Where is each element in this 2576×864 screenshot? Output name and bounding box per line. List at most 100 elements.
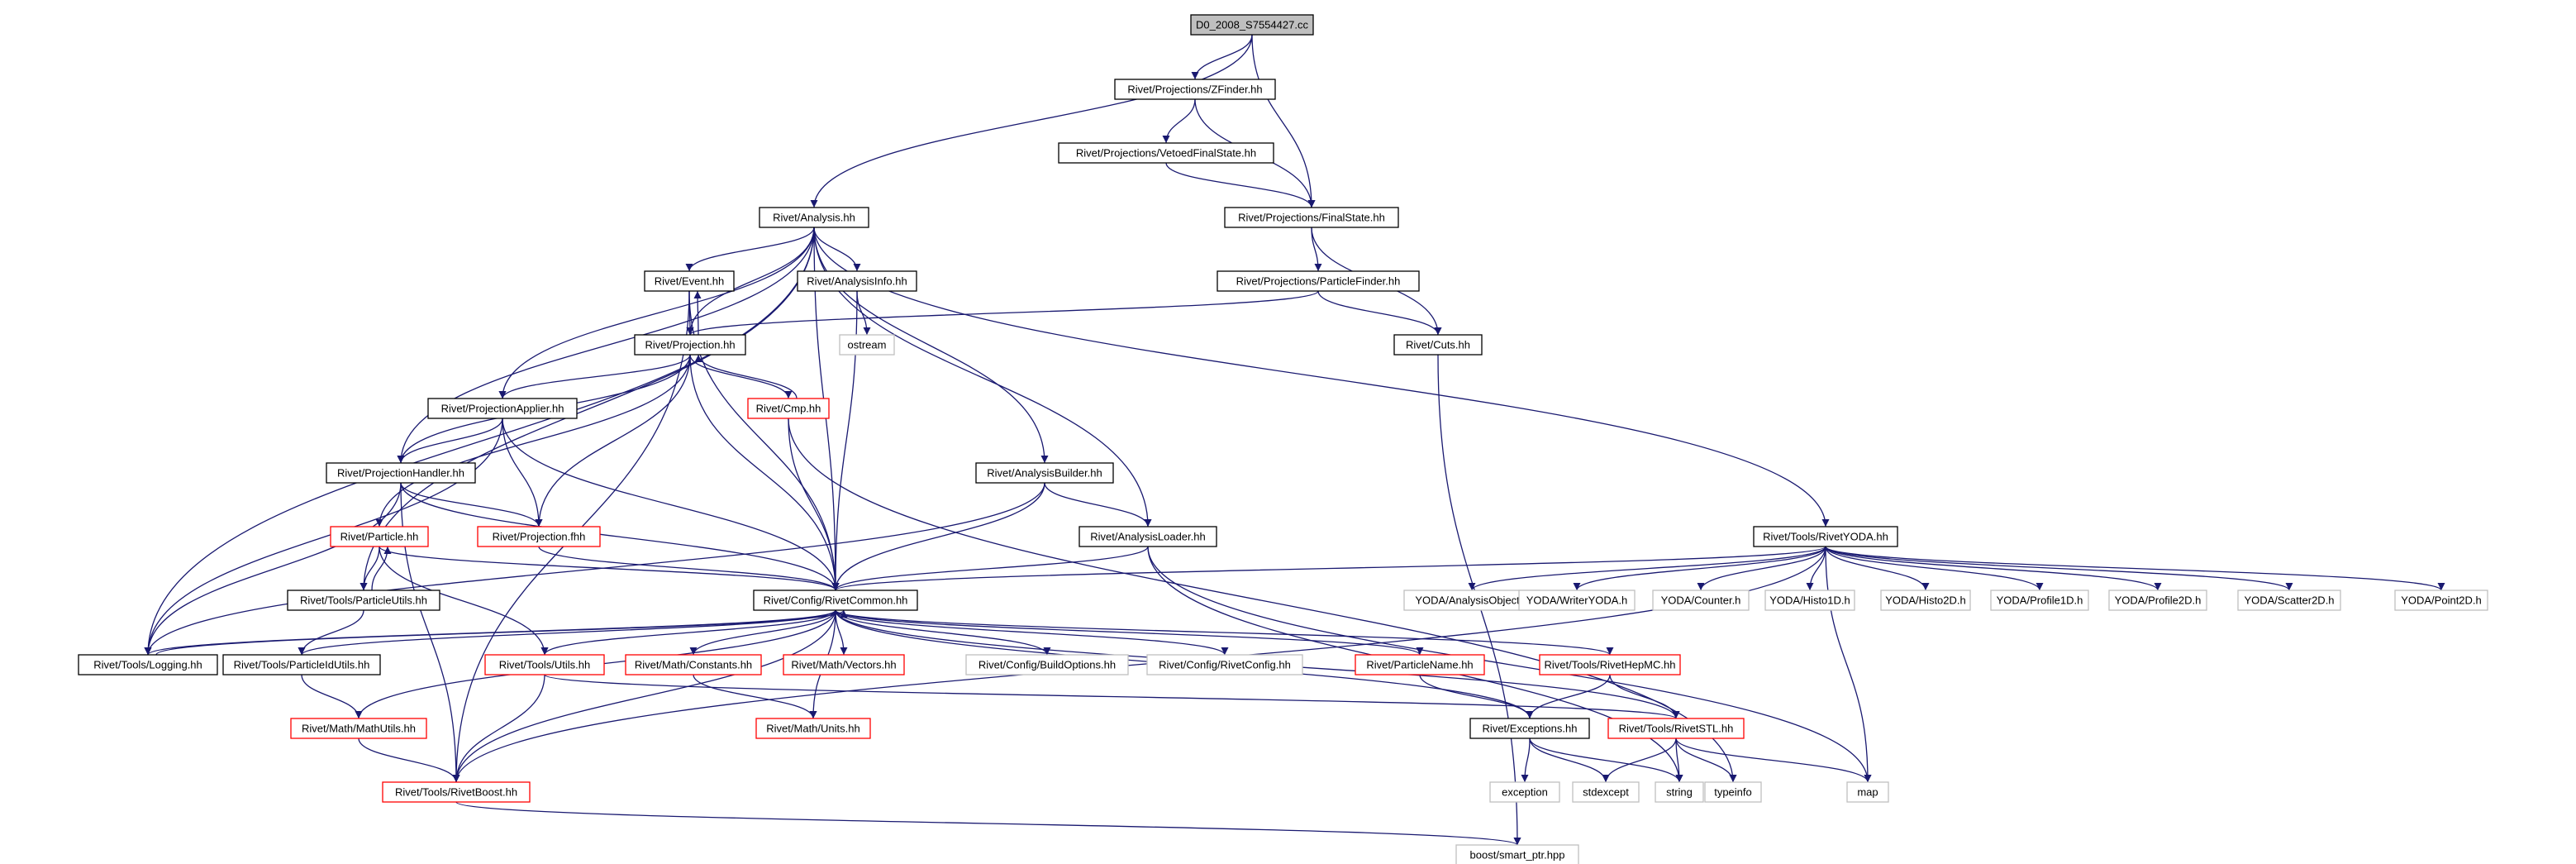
edge-partutils-to-particle <box>371 546 392 591</box>
node-logging[interactable]: Rivet/Tools/Logging.hh <box>78 654 218 675</box>
edge-rivetyoda-to-ycounter <box>1697 546 1826 591</box>
edge-cmp-to-common <box>788 418 840 591</box>
node-box <box>1455 844 1579 864</box>
node-yh1: YODA/Histo1D.h <box>1764 590 1855 611</box>
node-label: Rivet/Event.hh <box>655 275 725 288</box>
edge-mconst-to-munits <box>693 674 817 719</box>
node-exceptions[interactable]: Rivet/Exceptions.hh <box>1469 718 1590 739</box>
edge-analysis-to-anainfo <box>813 227 861 272</box>
edge-particle-to-partutils <box>359 546 380 591</box>
node-box <box>1880 590 1971 611</box>
edge-common-to-pidutils <box>298 609 836 656</box>
node-box <box>1217 270 1420 292</box>
node-label: Rivet/Tools/ParticleIdUtils.hh <box>234 659 370 671</box>
edge-projapplier-to-projfhh <box>502 418 543 527</box>
node-projection[interactable]: Rivet/Projection.hh <box>634 334 746 356</box>
edge-hepmc-to-stl <box>1609 674 1680 719</box>
edge-projhandler-to-common <box>400 482 840 591</box>
edge-mathutils-to-boost <box>358 738 460 783</box>
node-analoader[interactable]: Rivet/AnalysisLoader.hh <box>1078 526 1217 547</box>
node-ycounter: YODA/Counter.h <box>1652 590 1750 611</box>
node-cuts[interactable]: Rivet/Cuts.hh <box>1393 334 1483 356</box>
edge-analysis-to-anabuilder <box>813 227 1049 464</box>
edge-common-to-buildopt <box>835 609 1051 656</box>
edge-anabuilder-to-analoader <box>1044 482 1152 527</box>
node-label: Rivet/Tools/RivetYODA.hh <box>1763 531 1888 543</box>
edge-rivetyoda-to-common <box>831 546 1826 591</box>
node-mvec[interactable]: Rivet/Math/Vectors.hh <box>783 654 905 675</box>
edge-stl-to-string <box>1675 738 1683 783</box>
edge-common-to-boost <box>452 609 836 783</box>
node-box <box>1355 654 1485 675</box>
node-box <box>759 207 869 228</box>
edge-projapplier-to-projhandler <box>397 418 503 464</box>
node-stdexcept: stdexcept <box>1572 781 1640 803</box>
node-box <box>1655 781 1704 803</box>
edge-anabuilder-to-logging <box>144 482 1045 656</box>
node-root[interactable]: D0_2008_S7554427.cc <box>1190 14 1314 36</box>
edge-projection-to-particle <box>375 354 691 527</box>
node-projfhh[interactable]: Rivet/Projection.fhh <box>477 526 601 547</box>
edge-projection-to-cmp <box>689 354 793 399</box>
node-label: Rivet/AnalysisLoader.hh <box>1090 531 1205 543</box>
node-box <box>78 654 218 675</box>
node-box <box>839 334 895 356</box>
edge-common-to-utils <box>540 609 836 656</box>
edge-analysis-to-projhandler <box>397 227 815 464</box>
node-label: exception <box>1502 786 1548 799</box>
node-partutils[interactable]: Rivet/Tools/ParticleUtils.hh <box>287 590 440 611</box>
node-label: Rivet/ParticleName.hh <box>1366 659 1473 671</box>
node-particle[interactable]: Rivet/Particle.hh <box>330 526 429 547</box>
node-mconst[interactable]: Rivet/Math/Constants.hh <box>625 654 762 675</box>
edge-analysis-to-event <box>685 227 815 272</box>
edge-partutils-to-pidutils <box>298 609 364 656</box>
edge-utils-to-stl <box>544 674 1680 719</box>
node-munits[interactable]: Rivet/Math/Units.hh <box>755 718 871 739</box>
node-mathutils[interactable]: Rivet/Math/MathUtils.hh <box>290 718 427 739</box>
node-box <box>1846 781 1889 803</box>
edge-stl-to-stdexcept <box>1602 738 1677 783</box>
node-stl[interactable]: Rivet/Tools/RivetSTL.hh <box>1607 718 1745 739</box>
node-exception: exception <box>1489 781 1560 803</box>
edge-particle-to-utils <box>379 546 549 656</box>
node-pname[interactable]: Rivet/ParticleName.hh <box>1355 654 1485 675</box>
node-analysis[interactable]: Rivet/Analysis.hh <box>759 207 869 228</box>
node-label: Rivet/Tools/Utils.hh <box>499 659 591 671</box>
edge-analysis-to-projapplier <box>498 227 815 399</box>
node-label: Rivet/AnalysisInfo.hh <box>807 275 907 288</box>
node-partfinder[interactable]: Rivet/Projections/ParticleFinder.hh <box>1217 270 1420 292</box>
node-common[interactable]: Rivet/Config/RivetCommon.hh <box>753 590 918 611</box>
node-pidutils[interactable]: Rivet/Tools/ParticleIdUtils.hh <box>222 654 381 675</box>
node-projhandler[interactable]: Rivet/ProjectionHandler.hh <box>326 462 476 484</box>
node-boost[interactable]: Rivet/Tools/RivetBoost.hh <box>382 781 531 803</box>
node-label: Rivet/Projections/VetoedFinalState.hh <box>1076 147 1256 160</box>
node-cmp[interactable]: Rivet/Cmp.hh <box>747 398 830 419</box>
node-utils[interactable]: Rivet/Tools/Utils.hh <box>484 654 605 675</box>
node-event[interactable]: Rivet/Event.hh <box>644 270 735 292</box>
node-box <box>326 462 476 484</box>
node-typeinfo: typeinfo <box>1704 781 1762 803</box>
node-box <box>747 398 830 419</box>
node-label: Rivet/Tools/Logging.hh <box>93 659 202 671</box>
node-finalstate[interactable]: Rivet/Projections/FinalState.hh <box>1224 207 1399 228</box>
node-label: YODA/AnalysisObject.h <box>1415 594 1528 607</box>
node-ys2: YODA/Scatter2D.h <box>2237 590 2341 611</box>
edge-rivetyoda-to-map <box>1825 546 1872 783</box>
node-projapplier[interactable]: Rivet/ProjectionApplier.hh <box>427 398 578 419</box>
node-label: ostream <box>848 339 887 351</box>
node-label: YODA/Point2D.h <box>2401 594 2482 607</box>
node-rivetyoda[interactable]: Rivet/Tools/RivetYODA.hh <box>1753 526 1898 547</box>
edge-vetoed-to-finalstate <box>1165 162 1316 208</box>
node-box <box>1393 334 1483 356</box>
node-anainfo[interactable]: Rivet/AnalysisInfo.hh <box>797 270 917 292</box>
node-box <box>382 781 531 803</box>
edge-rivetyoda-to-yp2 <box>1825 546 2162 591</box>
node-label: boost/smart_ptr.hpp <box>1470 849 1565 862</box>
node-hepmc[interactable]: Rivet/Tools/RivetHepMC.hh <box>1539 654 1681 675</box>
node-box <box>783 654 905 675</box>
node-vetoed[interactable]: Rivet/Projections/VetoedFinalState.hh <box>1058 142 1274 164</box>
node-zfinder[interactable]: Rivet/Projections/ZFinder.hh <box>1114 79 1276 100</box>
node-box <box>2237 590 2341 611</box>
node-anabuilder[interactable]: Rivet/AnalysisBuilder.hh <box>975 462 1114 484</box>
node-yp2: YODA/Profile2D.h <box>2108 590 2207 611</box>
